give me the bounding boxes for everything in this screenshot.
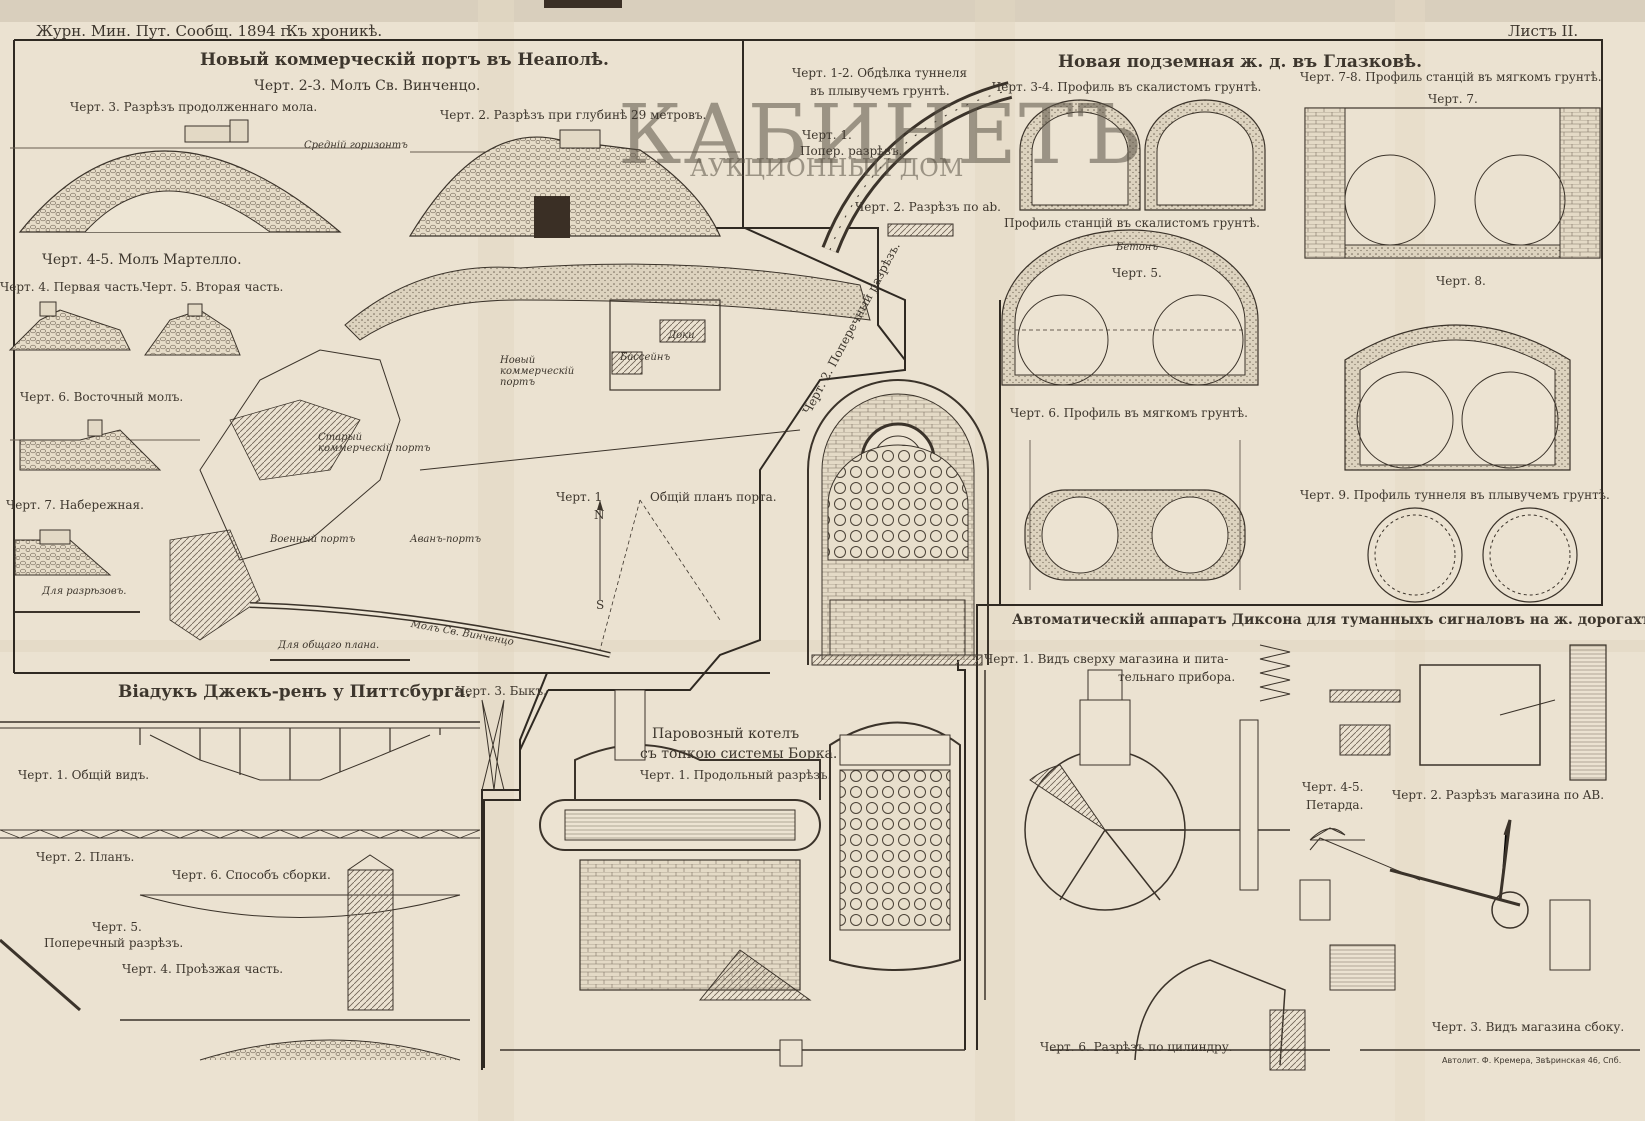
glazkovo-fig78-caption: Черт. 7-8. Профиль станцій въ мягкомъ гр… [1300,70,1602,84]
dixon-petard [1309,827,1365,841]
naples-fig4-caption: Черт. 4. Первая часть. [0,280,143,294]
viaduct-fig5-caption-b: Поперечный разрѣзъ. [44,936,184,950]
naples-fig2-caption: Черт. 2. Разрѣзъ при глубинѣ 29 метровъ. [440,108,707,122]
naples-fig45-caption: Черт. 4-5. Молъ Мартелло. [42,252,242,268]
frame-lines [13,39,1603,1070]
dixon-title: Автоматическій аппаратъ Диксона для тума… [1012,612,1645,628]
tunnel-station-8 [1344,324,1571,471]
naples-plan-caption: Общій планъ порта. [650,490,777,504]
naples-sea-level: Средній горизонтъ [304,140,408,151]
naples-subtitle: Черт. 2-3. Молъ Св. Винченцо. [254,78,481,94]
viaduct-fig4-caption: Черт. 4. Проѣзжая часть. [122,962,284,976]
boiler-fig1-caption: Черт. 1. Продольный разрѣзъ. [640,768,832,782]
boiler-title-line2: съ топкою системы Борка. [640,746,838,762]
section-header: Къ хроникѣ. [286,22,383,40]
naples-scale-cuts: Для разрѣзовъ. [42,586,127,597]
watermark-caption: АУКЦИОННЫЙ ДОМ [690,154,964,182]
printer-imprint: Автолит. Ф. Кремера, Звѣринская 46, Спб. [1442,1056,1622,1065]
naples-new-port: Новый коммерческій портъ [500,355,575,388]
glazkovo-fig2-caption: Черт. 2. Разрѣзъ по ab. [855,200,1001,214]
glazkovo-fig12-caption-b: въ плывучемъ грунтѣ. [810,84,950,98]
naples-section-2 [408,129,740,238]
viaduct-fig6-caption: Черт. 6. Способъ сборки. [172,868,331,882]
naples-fig5-caption: Черт. 5. Вторая часть. [142,280,284,294]
tunnel-station-6 [1024,440,1246,590]
journal-header: Журн. Мин. Пут. Сообщ. 1894 г. [36,22,294,40]
viaduct-title: Віадукъ Джекъ-ренъ у Питтсбурга. [118,682,472,702]
glazkovo-fig7-caption: Черт. 7. [1428,92,1478,106]
sheet-number: Листъ II. [1508,22,1579,40]
boiler-cross-section [807,379,989,666]
naples-general-plan [169,263,871,658]
glazkovo-title: Новая подземная ж. д. въ Глазковѣ. [1058,52,1423,72]
south-arrow: S [596,598,605,612]
dixon-section-ab [1329,644,1607,781]
viaduct-fig3-caption: Черт. 3. Быкъ. [456,684,547,698]
tunnel-lining-arc [821,81,1013,254]
tunnel-station-7 [1304,107,1601,259]
glazkovo-stations-rock: Профиль станцій въ скалистомъ грунтѣ. [1004,216,1260,230]
dixon-fig1-caption: Черт. 1. Видъ сверху магазина и пита- [984,652,1229,666]
naples-small-sections [8,301,410,661]
viaduct-fig5-caption: Черт. 5. [92,920,142,934]
glazkovo-fig5-caption: Черт. 5. [1112,266,1162,280]
naples-scale-plan: Для общаго плана. [278,640,380,651]
naples-docks: Доки [668,330,695,341]
glazkovo-fig9-caption: Черт. 9. Профиль туннеля въ плывучемъ гр… [1300,488,1610,502]
naples-military-port: Военный портъ [270,534,356,545]
tunnel-profile-9 [1367,507,1578,603]
dixon-magazine-top [984,669,1290,1000]
north-arrow: N [594,508,605,522]
naples-old-port: Старый коммерческій портъ [318,432,431,454]
naples-fig1-caption: Черт. 1 [556,490,602,504]
glazkovo-fig6-caption: Черт. 6. Профиль въ мягкомъ грунтѣ. [1010,406,1248,420]
boiler-longitudinal [500,689,965,1067]
dixon-fig45-caption-b: Петарда. [1306,798,1364,812]
tunnel-profiles-rock [1019,99,1266,211]
viaduct-assembly [139,854,461,1011]
naples-basin: Бассейнъ [620,352,671,363]
viaduct-pier [481,699,505,791]
viaduct-deck [0,938,470,1061]
naples-plan-border [548,227,906,691]
glazkovo-concrete-label: Бетонъ [1116,242,1159,253]
dixon-side-view [1299,819,1591,991]
dixon-fig6-caption: Черт. 6. Разрѣзъ по цилиндру. [1040,1040,1233,1054]
viaduct-general [0,721,481,839]
glazkovo-fig8-caption: Черт. 8. [1436,274,1486,288]
dixon-fig2-caption: Черт. 2. Разрѣзъ магазина по AB. [1392,788,1605,802]
glazkovo-fig1-caption: Черт. 1. [802,128,852,142]
viaduct-fig2-caption: Черт. 2. Планъ. [36,850,135,864]
glazkovo-fig12-caption: Черт. 1-2. Обдѣлка туннеля [792,66,968,80]
naples-avant-port: Аванъ-портъ [410,534,481,545]
naples-fig6-caption: Черт. 6. Восточный молъ. [20,390,184,404]
naples-section-3 [10,119,400,233]
naples-fig7-caption: Черт. 7. Набережная. [6,498,144,512]
glazkovo-fig1-caption-b: Попер. разрѣзъ. [800,144,903,158]
boiler-title-line1: Паровозный котелъ [652,726,800,742]
dixon-fig3-caption: Черт. 3. Видъ магазина сбоку. [1432,1020,1625,1034]
naples-fig3-caption: Черт. 3. Разрѣзъ продолженнаго мола. [70,100,318,114]
tunnel-station-5 [1001,229,1259,386]
dixon-fig45-caption: Черт. 4-5. [1302,780,1364,794]
naples-title: Новый коммерческій портъ въ Неаполѣ. [200,50,609,70]
watermark-logo: КАБИНЕТЪ [618,88,1143,183]
boiler-region-border [483,689,549,1068]
dixon-fig1-caption-b: тельнаго прибора. [1118,670,1236,684]
dixon-spring [1259,644,1291,702]
viaduct-fig1-caption: Черт. 1. Общій видъ. [18,768,150,782]
dixon-cylinder [1050,959,1640,1071]
glazkovo-fig34-caption: Черт. 3-4. Профиль въ скалистомъ грунтѣ. [992,80,1262,94]
